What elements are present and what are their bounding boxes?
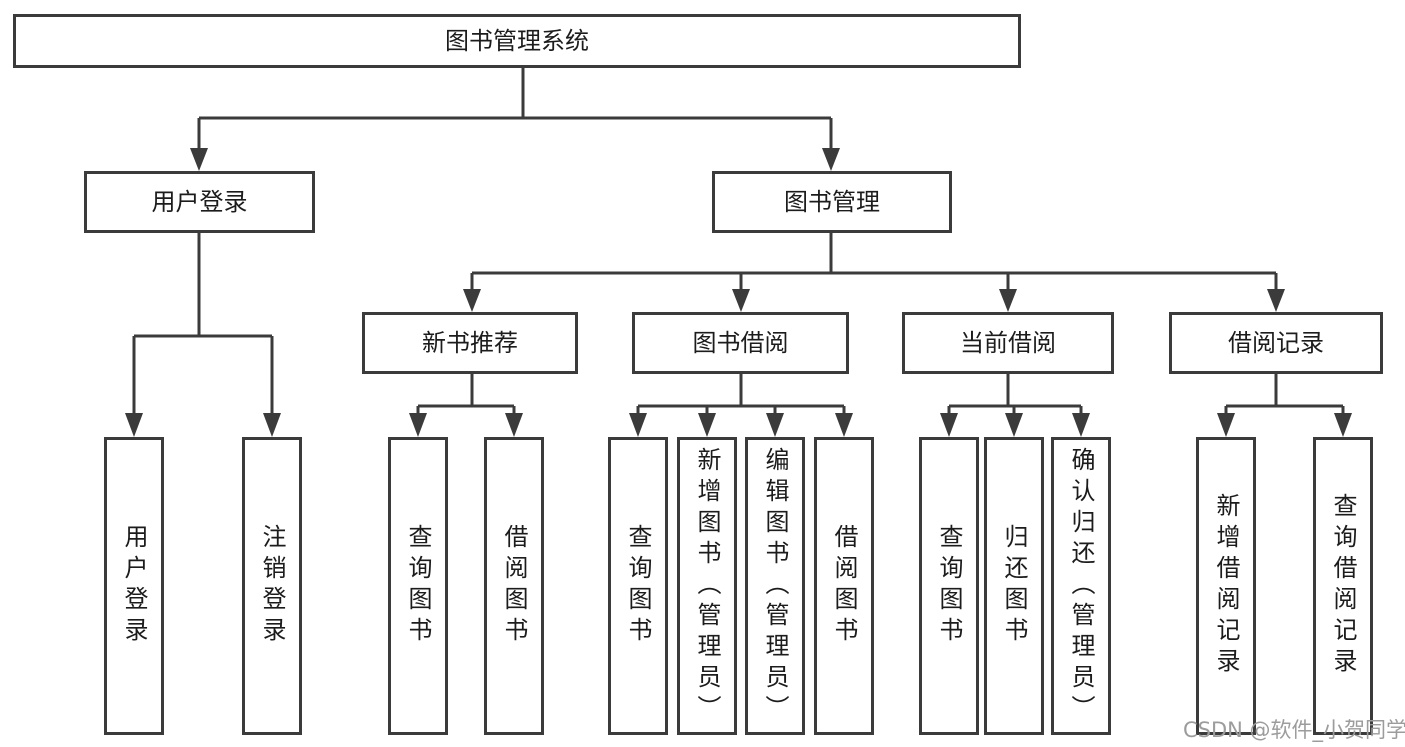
node-book-management-label: 图书管理 (784, 188, 880, 216)
node-new-book-recommend-label: 新书推荐 (422, 329, 518, 357)
leaf-edit-books-admin-label: 编辑图书（管理员） (761, 446, 789, 726)
leaf-query-borrow-record: 查询借阅记录 (1313, 437, 1373, 735)
node-new-book-recommend: 新书推荐 (362, 312, 578, 374)
leaf-return-books-label: 归还图书 (1000, 524, 1028, 648)
leaf-confirm-return-admin: 确认归还（管理员） (1051, 437, 1111, 735)
leaf-borrow-books-label: 借阅图书 (830, 524, 858, 648)
leaf-logout-label: 注销登录 (258, 524, 286, 648)
leaf-add-books-admin-label: 新增图书（管理员） (693, 446, 721, 726)
arrowheads (125, 148, 1352, 437)
leaf-borrow-books-recommend: 借阅图书 (484, 437, 544, 735)
node-user-login: 用户登录 (84, 171, 315, 233)
node-current-borrow: 当前借阅 (902, 312, 1114, 374)
node-root-system: 图书管理系统 (13, 14, 1021, 68)
leaf-edit-books-admin: 编辑图书（管理员） (745, 437, 805, 735)
csdn-watermark: CSDN @软件_小贺同学 (1183, 718, 1405, 742)
node-user-login-label: 用户登录 (151, 188, 248, 216)
leaf-confirm-return-admin-label: 确认归还（管理员） (1067, 446, 1095, 726)
leaf-query-books-recommend: 查询图书 (388, 437, 448, 735)
leaf-user-login-label: 用户登录 (120, 524, 148, 648)
leaf-user-login: 用户登录 (104, 437, 164, 735)
leaf-query-books-borrow-label: 查询图书 (624, 524, 652, 648)
leaf-borrow-books-recommend-label: 借阅图书 (500, 524, 528, 648)
leaf-logout: 注销登录 (242, 437, 302, 735)
node-borrow-records: 借阅记录 (1169, 312, 1383, 374)
leaf-query-books-recommend-label: 查询图书 (404, 524, 432, 648)
leaf-query-books-borrow: 查询图书 (608, 437, 668, 735)
leaf-add-books-admin: 新增图书（管理员） (677, 437, 737, 735)
leaf-return-books: 归还图书 (984, 437, 1044, 735)
leaf-query-books-current-label: 查询图书 (935, 524, 963, 648)
leaf-borrow-books: 借阅图书 (814, 437, 874, 735)
node-book-borrow-label: 图书借阅 (692, 329, 789, 357)
node-borrow-records-label: 借阅记录 (1228, 329, 1324, 357)
leaf-add-borrow-record-label: 新增借阅记录 (1212, 493, 1240, 679)
node-current-borrow-label: 当前借阅 (960, 329, 1056, 357)
leaf-query-borrow-record-label: 查询借阅记录 (1329, 493, 1357, 679)
node-book-borrow: 图书借阅 (632, 312, 849, 374)
leaf-add-borrow-record: 新增借阅记录 (1196, 437, 1256, 735)
node-book-management: 图书管理 (712, 171, 952, 233)
leaf-query-books-current: 查询图书 (919, 437, 979, 735)
node-root-label: 图书管理系统 (445, 27, 589, 55)
